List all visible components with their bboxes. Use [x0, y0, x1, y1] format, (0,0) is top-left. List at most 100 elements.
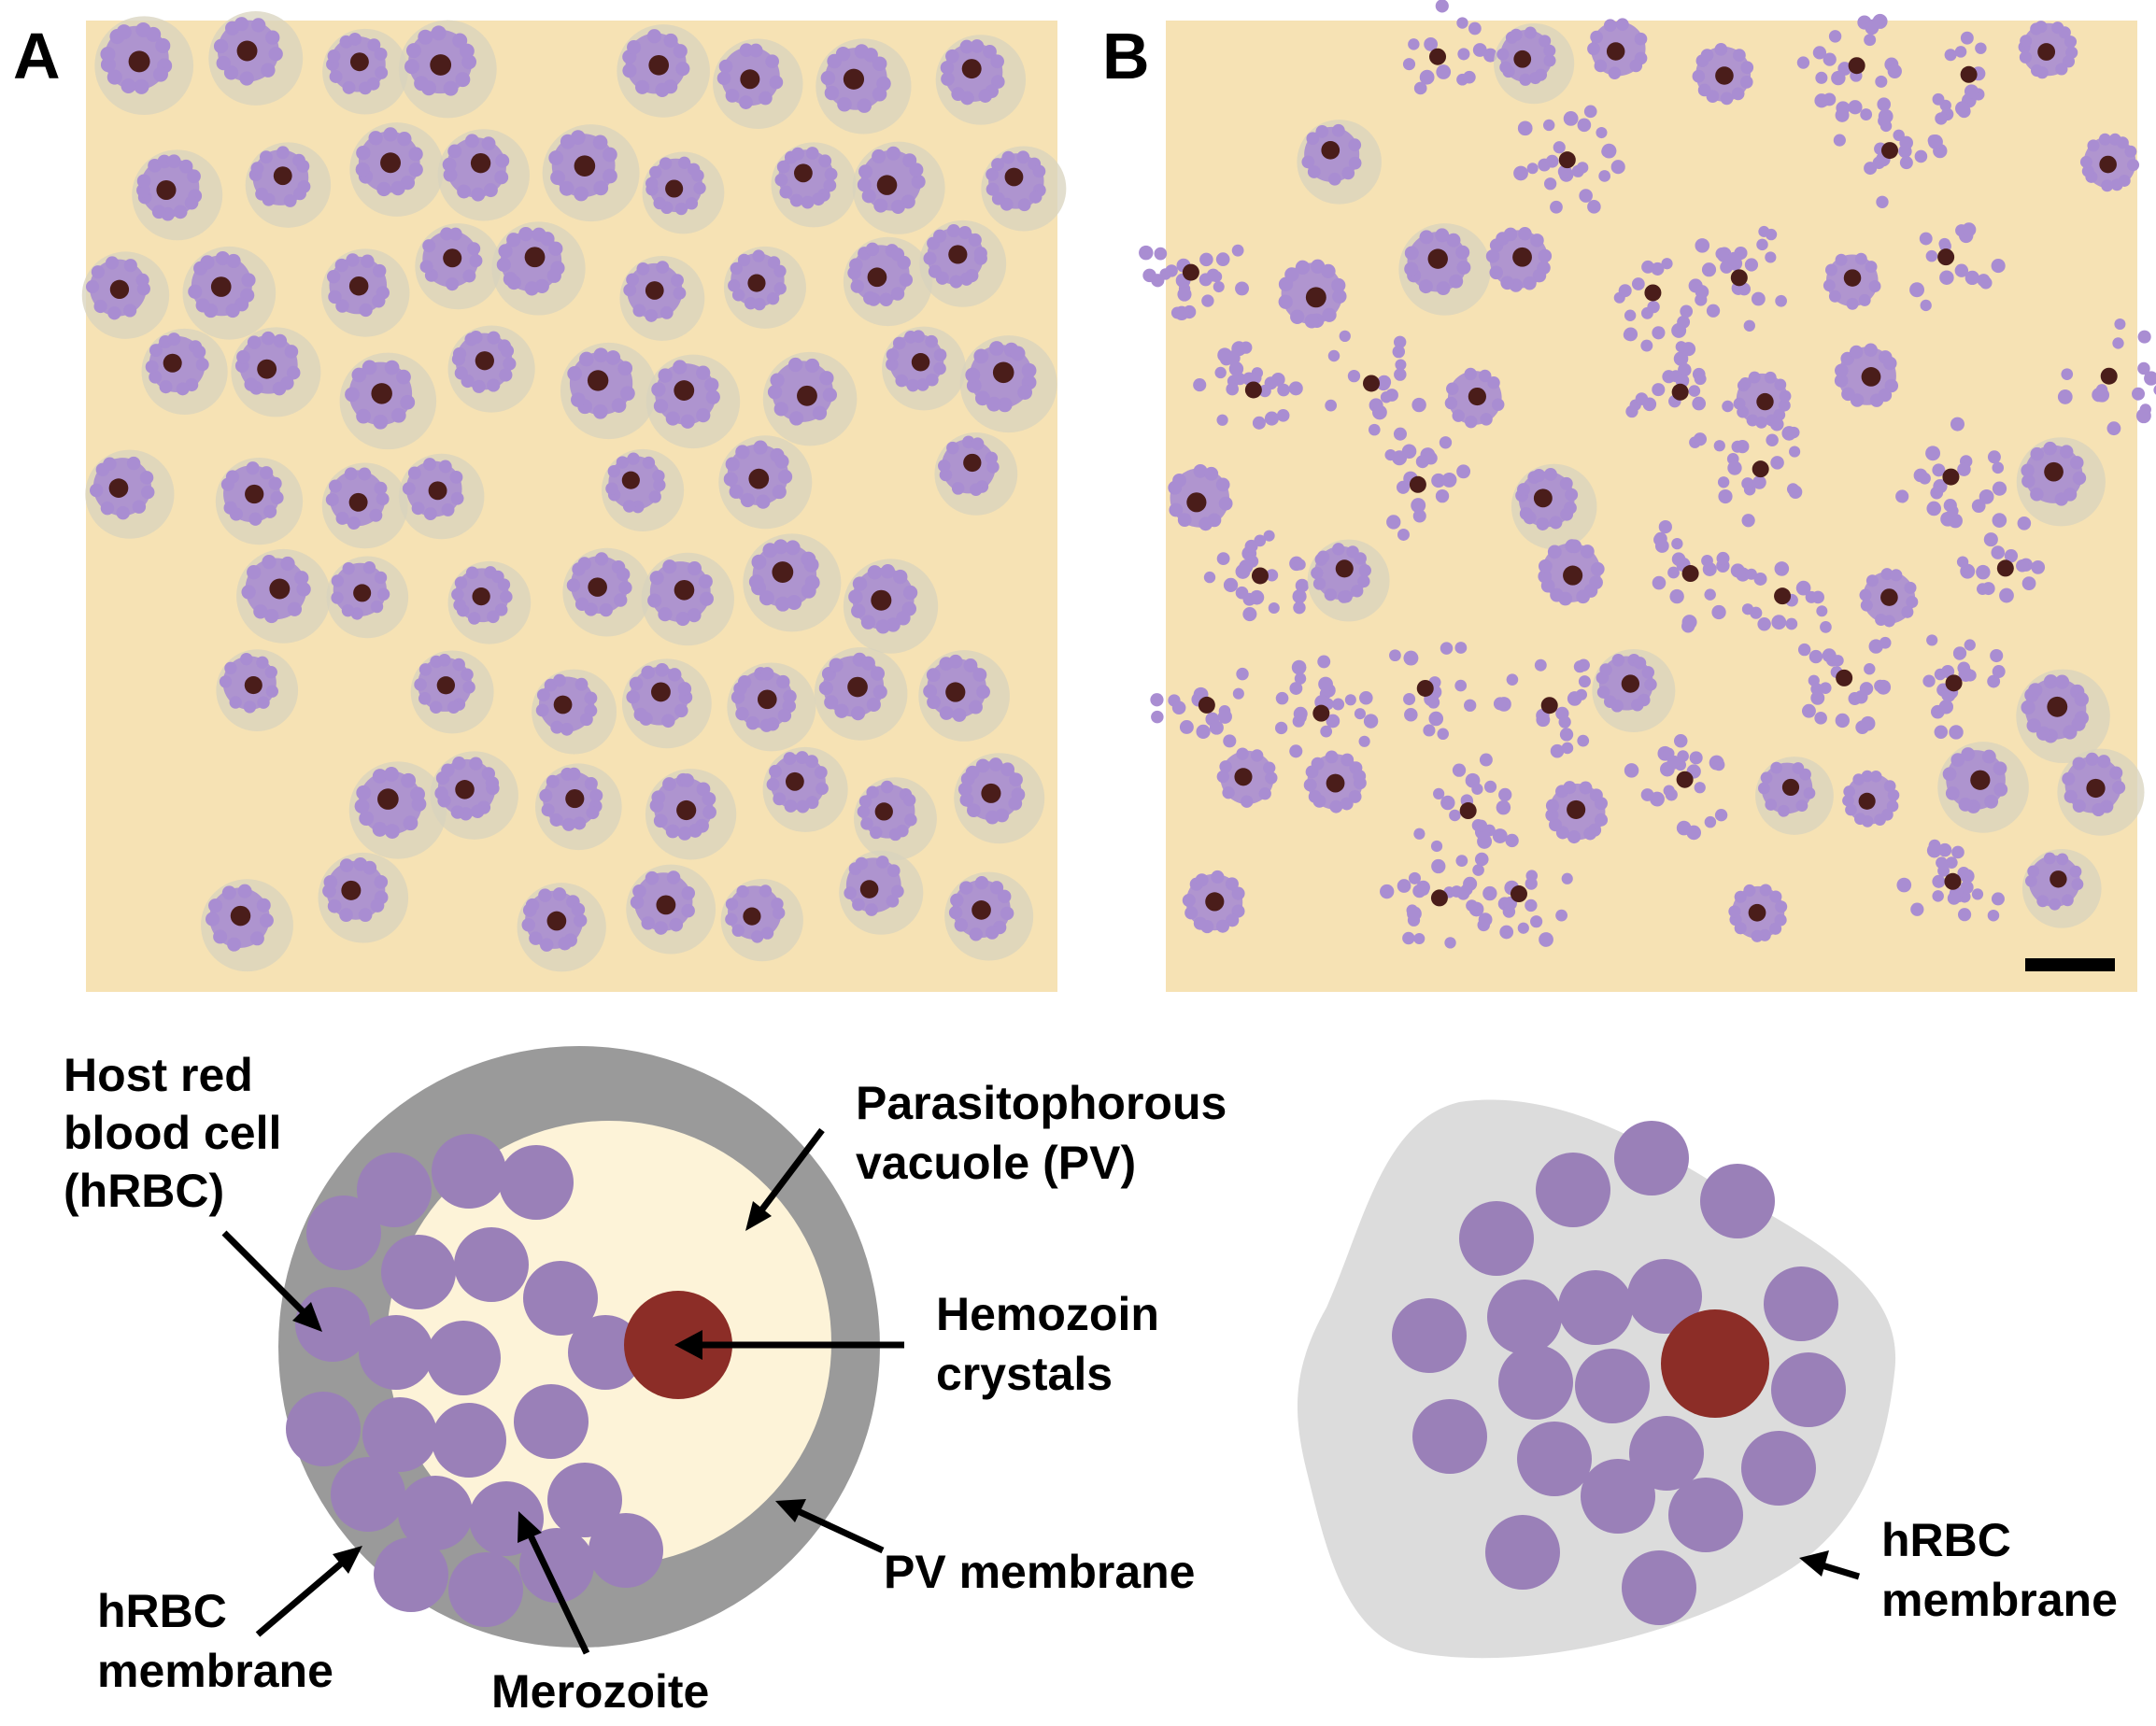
free-merozoite — [1291, 659, 1307, 675]
merozoite-lobe — [886, 894, 900, 908]
merozoite-lobe — [622, 64, 637, 78]
merozoite-lobe — [567, 767, 581, 781]
merozoite-lobe — [989, 881, 1004, 895]
merozoite-lobe — [759, 718, 773, 732]
merozoite-lobe — [735, 706, 749, 721]
merozoite-lobe — [457, 184, 472, 199]
free-merozoite — [2132, 387, 2146, 401]
hemozoin-dot — [963, 453, 982, 473]
merozoite-lobe — [645, 870, 660, 885]
free-merozoite — [1676, 820, 1692, 836]
free-merozoite — [1327, 349, 1340, 362]
merozoite-lobe — [752, 249, 765, 262]
merozoite-lobe — [524, 281, 539, 296]
free-merozoite — [1758, 225, 1770, 237]
merozoite-lobe — [1306, 132, 1320, 146]
free-merozoite — [1206, 268, 1220, 282]
free-merozoite — [1939, 270, 1954, 285]
free-merozoite — [1864, 162, 1878, 176]
free-merozoite — [1677, 750, 1689, 762]
merozoite-lobe — [487, 331, 501, 345]
merozoite-lobe — [1357, 574, 1370, 588]
merozoite-lobe — [779, 185, 793, 199]
merozoite-lobe — [2054, 674, 2070, 689]
free-merozoite — [1413, 932, 1426, 945]
free-merozoite — [1456, 887, 1470, 900]
merozoite-lobe — [506, 233, 521, 248]
merozoite-lobe — [494, 603, 508, 616]
free-merozoite — [1201, 294, 1214, 307]
free-merozoite — [1823, 52, 1837, 66]
merozoite-lobe — [443, 80, 459, 96]
hemozoin-dot — [430, 54, 452, 76]
free-merozoite — [1411, 397, 1426, 413]
free-merozoite — [1250, 372, 1262, 384]
free-merozoite — [1496, 799, 1511, 815]
merozoite-lobe — [327, 269, 341, 284]
merozoite-lobe — [850, 279, 865, 293]
merozoite-lobe — [623, 283, 637, 297]
free-merozoite — [1652, 326, 1666, 340]
merozoite-lobe — [1464, 367, 1477, 381]
hemozoin-dot — [1606, 42, 1625, 61]
merozoite-lobe — [469, 254, 483, 268]
free-merozoite — [1947, 891, 1961, 905]
free-merozoite — [1492, 828, 1508, 843]
free-merozoite — [1640, 339, 1653, 352]
hemozoin-dot — [1942, 468, 1960, 486]
merozoite-lobe — [1608, 66, 1622, 80]
free-merozoite — [1801, 703, 1816, 718]
merozoite-lobe — [1739, 76, 1753, 89]
merozoite-lobe — [1543, 467, 1557, 481]
merozoite-lobe — [1215, 919, 1230, 933]
merozoite-lobe — [745, 715, 760, 730]
merozoite-lobe — [965, 367, 981, 383]
merozoite-lobe — [1874, 813, 1886, 826]
merozoite-lobe — [347, 516, 361, 531]
hemozoin-dot — [1321, 140, 1340, 160]
merozoite-lobe — [1775, 900, 1788, 913]
merozoite-lobe — [1795, 799, 1808, 813]
merozoite-lobe — [368, 131, 383, 146]
hemozoin-dot — [1861, 367, 1881, 387]
merozoite-lobe — [669, 917, 684, 932]
merozoite-lobe — [1303, 778, 1317, 792]
merozoite-lobe — [1549, 516, 1563, 530]
merozoite — [432, 1134, 506, 1209]
merozoite-lobe — [260, 466, 274, 480]
merozoite-lobe — [134, 78, 149, 94]
free-merozoite — [1439, 436, 1453, 449]
free-merozoite — [1713, 440, 1725, 452]
merozoite-lobe — [1759, 884, 1772, 897]
merozoite-lobe — [383, 127, 398, 142]
merozoite-lobe — [1263, 761, 1276, 774]
merozoite-lobe — [1008, 796, 1023, 811]
free-merozoite — [1753, 572, 1767, 586]
merozoite-lobe — [873, 198, 888, 213]
free-merozoite — [1781, 426, 1797, 441]
free-merozoite — [1987, 674, 2001, 688]
hemozoin-dot — [108, 478, 129, 498]
merozoite-lobe — [1455, 245, 1470, 260]
free-merozoite — [1618, 284, 1632, 298]
merozoite-lobe — [441, 763, 455, 777]
merozoite-lobe — [227, 937, 242, 952]
merozoite-lobe — [725, 89, 740, 103]
merozoite-lobe — [777, 708, 792, 723]
arrowhead-hrbc — [292, 1302, 322, 1332]
hemozoin-dot — [1748, 903, 1766, 922]
merozoite-lobe — [1258, 786, 1271, 800]
merozoite-lobe — [819, 371, 834, 386]
free-merozoite — [1663, 747, 1675, 759]
merozoite-lobe — [145, 360, 159, 374]
merozoite-lobe — [617, 361, 633, 376]
merozoite — [448, 1552, 523, 1627]
label-hemozoin-line2: crystals — [936, 1348, 1113, 1400]
merozoite — [357, 1153, 432, 1227]
merozoite-lobe — [865, 242, 880, 257]
free-merozoite — [1887, 64, 1902, 78]
hemozoin-dot — [1362, 375, 1380, 392]
hemozoin-dot — [163, 353, 182, 373]
free-merozoite — [1820, 621, 1832, 633]
merozoite-lobe — [2127, 159, 2140, 172]
